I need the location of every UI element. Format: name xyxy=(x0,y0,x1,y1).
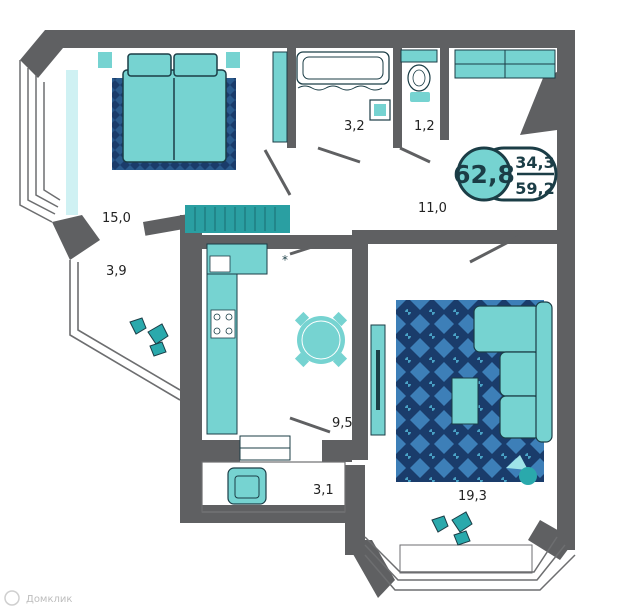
balcony-armchair xyxy=(227,467,267,505)
total-area: 62,8 xyxy=(453,160,515,189)
bath-door xyxy=(317,146,361,164)
room-area-bedroom: 15,0 xyxy=(102,211,131,226)
toilet-tank xyxy=(400,49,438,63)
bay-window-frame xyxy=(399,544,533,574)
living-area: 34,3 xyxy=(515,153,554,172)
room-area-loggia-left: 3,9 xyxy=(106,264,127,279)
pillow-right xyxy=(173,53,218,77)
pillow-left xyxy=(127,53,172,77)
living-door xyxy=(469,234,521,264)
toilet-bowl xyxy=(407,64,431,92)
watermark: Домклик xyxy=(4,590,72,606)
room-area-kitchen: 9,5 xyxy=(332,416,353,431)
room-area-living-room: 19,3 xyxy=(458,489,487,504)
toilet-door xyxy=(399,146,431,164)
window-bay-left xyxy=(19,60,61,223)
kitchen-door xyxy=(289,236,341,256)
hood-mark: * xyxy=(282,253,288,267)
watermark-text: Домклик xyxy=(26,594,72,605)
nightstand-right xyxy=(226,52,240,68)
towel-rack xyxy=(272,51,288,143)
kitchen-balcony-door xyxy=(289,416,331,434)
room-area-balcony-kitchen: 3,1 xyxy=(313,483,334,498)
window-bay-bottom xyxy=(364,536,576,591)
room-area-hallway: 11,0 xyxy=(418,201,447,216)
kitchen-sink xyxy=(209,255,231,273)
stove xyxy=(210,309,236,339)
floor-lamp xyxy=(506,455,537,485)
plant-bay xyxy=(431,511,473,546)
bedroom-door xyxy=(263,149,292,196)
nightstand-left xyxy=(98,52,112,68)
loggia-outline xyxy=(69,260,181,401)
dining-table xyxy=(294,311,348,368)
room-area-bathroom: 3,2 xyxy=(344,119,365,134)
area-with-balconies: 59,2 xyxy=(515,179,554,198)
coffee-table xyxy=(451,377,479,425)
kitchen-counter-side xyxy=(206,273,238,435)
wardrobe xyxy=(185,205,290,233)
left-bay-sill xyxy=(66,70,78,215)
room-area-toilet: 1,2 xyxy=(414,119,435,134)
plant-loggia xyxy=(129,317,169,357)
walls xyxy=(20,30,575,598)
sofa xyxy=(473,301,553,443)
area-badge: 62,8 34,3 59,2 xyxy=(453,146,558,202)
